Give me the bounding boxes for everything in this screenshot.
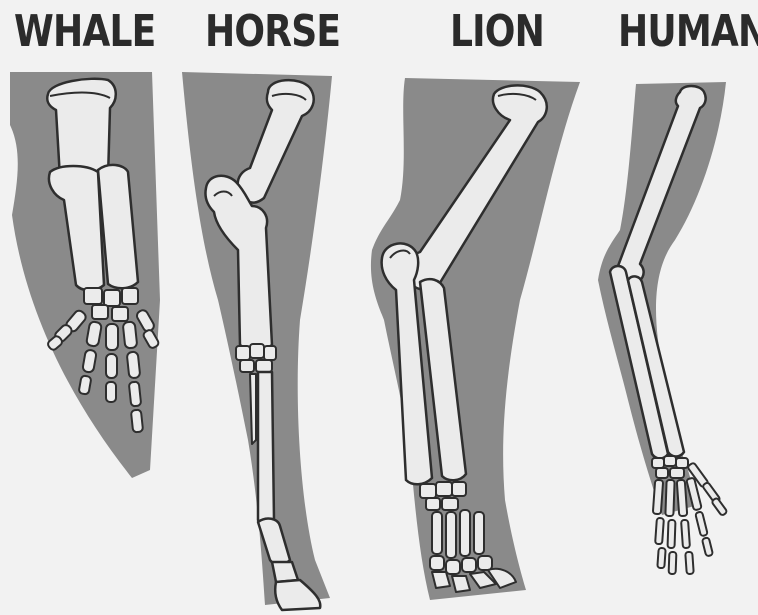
horse-carpals [236, 344, 276, 372]
human-carpals [652, 456, 688, 478]
whale-limb [10, 72, 160, 478]
lion-limb [371, 78, 580, 600]
horse-limb [182, 72, 332, 610]
human-limb [598, 82, 728, 574]
